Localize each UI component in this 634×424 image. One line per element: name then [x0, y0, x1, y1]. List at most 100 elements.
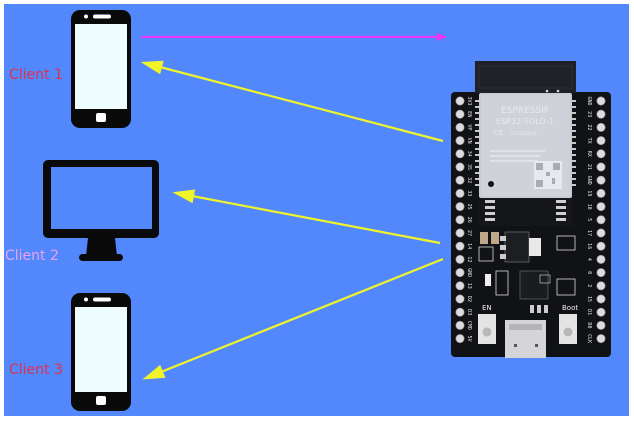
left-pin-4: [455, 149, 465, 159]
left-pin-label: CMD: [466, 321, 472, 330]
right-pin-label: CLK: [586, 334, 592, 343]
right-pin-label: GND: [586, 176, 592, 185]
left-pin-label: 34: [466, 151, 472, 157]
arrow-server-to-client2: [172, 189, 441, 245]
left-pin-18: [455, 334, 465, 344]
left-pin-label: 25: [466, 204, 472, 210]
left-pin-label: 27: [466, 230, 472, 236]
left-pin-10: [455, 228, 465, 238]
right-pin-label: 18: [586, 204, 592, 210]
right-pin-label: 22: [586, 124, 592, 130]
left-pin-header: 3V3ENVPVN343532332526271412GND13D2D3CMD5…: [455, 96, 472, 344]
client-1-label: Client 1: [9, 67, 63, 83]
left-pin-label: 5V: [466, 336, 472, 342]
left-pin-label: VN: [466, 138, 472, 144]
client-1-label-text: Client 1: [9, 67, 63, 83]
left-pin-label: D3: [466, 309, 472, 315]
left-pin-label: VP: [466, 124, 472, 130]
client-2-label: Client 2: [5, 248, 59, 264]
right-pin-label: 4: [586, 258, 592, 261]
right-pin-label: 16: [586, 243, 592, 249]
left-pin-16: [455, 307, 465, 317]
boot-label: Boot: [562, 304, 578, 312]
left-pin-12: [455, 254, 465, 264]
left-pin-17: [455, 320, 465, 330]
right-pin-0: [596, 96, 606, 106]
right-pin-11: [596, 241, 606, 251]
right-pin-label: TX: [586, 138, 592, 144]
left-pin-13: [455, 268, 465, 278]
right-pin-1: [596, 109, 606, 119]
left-pin-label: 13: [466, 283, 472, 289]
right-pin-4: [596, 149, 606, 159]
right-pin-label: D0: [586, 322, 592, 328]
module-brand: ESPRESSIF: [501, 106, 549, 116]
right-pin-13: [596, 268, 606, 278]
right-pin-16: [596, 307, 606, 317]
right-pin-5: [596, 162, 606, 172]
left-pin-2: [455, 122, 465, 132]
right-pin-label: 19: [586, 190, 592, 196]
right-pin-label: 21: [586, 164, 592, 170]
module-model: ESP32-SOLO-1: [496, 117, 554, 126]
right-pin-18: [596, 334, 606, 344]
right-pin-label: 2: [586, 284, 592, 287]
right-pin-label: D1: [586, 309, 592, 315]
left-pin-3: [455, 136, 465, 146]
right-pin-2: [596, 122, 606, 132]
left-pin-6: [455, 175, 465, 185]
en-button[interactable]: [478, 314, 496, 344]
left-pin-15: [455, 294, 465, 304]
right-pin-8: [596, 202, 606, 212]
right-pin-17: [596, 320, 606, 330]
left-pin-label: 26: [466, 217, 472, 223]
right-pin-3: [596, 136, 606, 146]
right-pin-label: GND: [586, 96, 592, 105]
module-cert: CE: [494, 129, 503, 137]
left-pin-0: [455, 96, 465, 106]
client-3-label: Client 3: [9, 362, 63, 378]
right-pin-label: 0: [586, 271, 592, 274]
left-pin-label: GND: [466, 268, 472, 277]
client-1-phone-icon: [71, 10, 131, 128]
micro-usb-port[interactable]: [505, 320, 546, 358]
right-pin-label: 5: [586, 218, 592, 221]
right-pin-10: [596, 228, 606, 238]
left-pin-label: EN: [466, 111, 472, 117]
client-2-monitor-icon: [43, 160, 159, 261]
client-3-label-text: Client 3: [9, 362, 63, 378]
right-pin-label: 15: [586, 296, 592, 302]
en-label: EN: [482, 304, 492, 312]
left-pin-label: 14: [466, 243, 472, 249]
left-pin-8: [455, 202, 465, 212]
left-pin-7: [455, 188, 465, 198]
left-pin-label: D2: [466, 296, 472, 302]
boot-button[interactable]: [559, 314, 577, 344]
esp32-board: ESPRESSIF ESP32-SOLO-1 CE ESP32SOLO1: [451, 61, 611, 358]
right-pin-6: [596, 175, 606, 185]
left-pin-5: [455, 162, 465, 172]
module-sub: ESP32SOLO1: [511, 131, 537, 136]
right-pin-label: 17: [586, 230, 592, 236]
client-2-label-text: Client 2: [5, 248, 59, 264]
right-pin-label: RX: [586, 151, 592, 157]
left-pin-label: 33: [466, 190, 472, 196]
right-pin-15: [596, 294, 606, 304]
left-pin-1: [455, 109, 465, 119]
arrow-server-to-client3: [142, 257, 444, 380]
right-pin-12: [596, 254, 606, 264]
left-pin-11: [455, 241, 465, 251]
left-pin-label: 32: [466, 177, 472, 183]
left-pin-label: 35: [466, 164, 472, 170]
left-pin-9: [455, 215, 465, 225]
client-3-phone-icon: [71, 293, 131, 411]
right-pin-14: [596, 281, 606, 291]
left-pin-label: 3V3: [466, 96, 472, 105]
left-pin-14: [455, 281, 465, 291]
right-pin-label: 23: [586, 111, 592, 117]
right-pin-9: [596, 215, 606, 225]
arrow-server-to-client1: [140, 60, 444, 143]
right-pin-7: [596, 188, 606, 198]
